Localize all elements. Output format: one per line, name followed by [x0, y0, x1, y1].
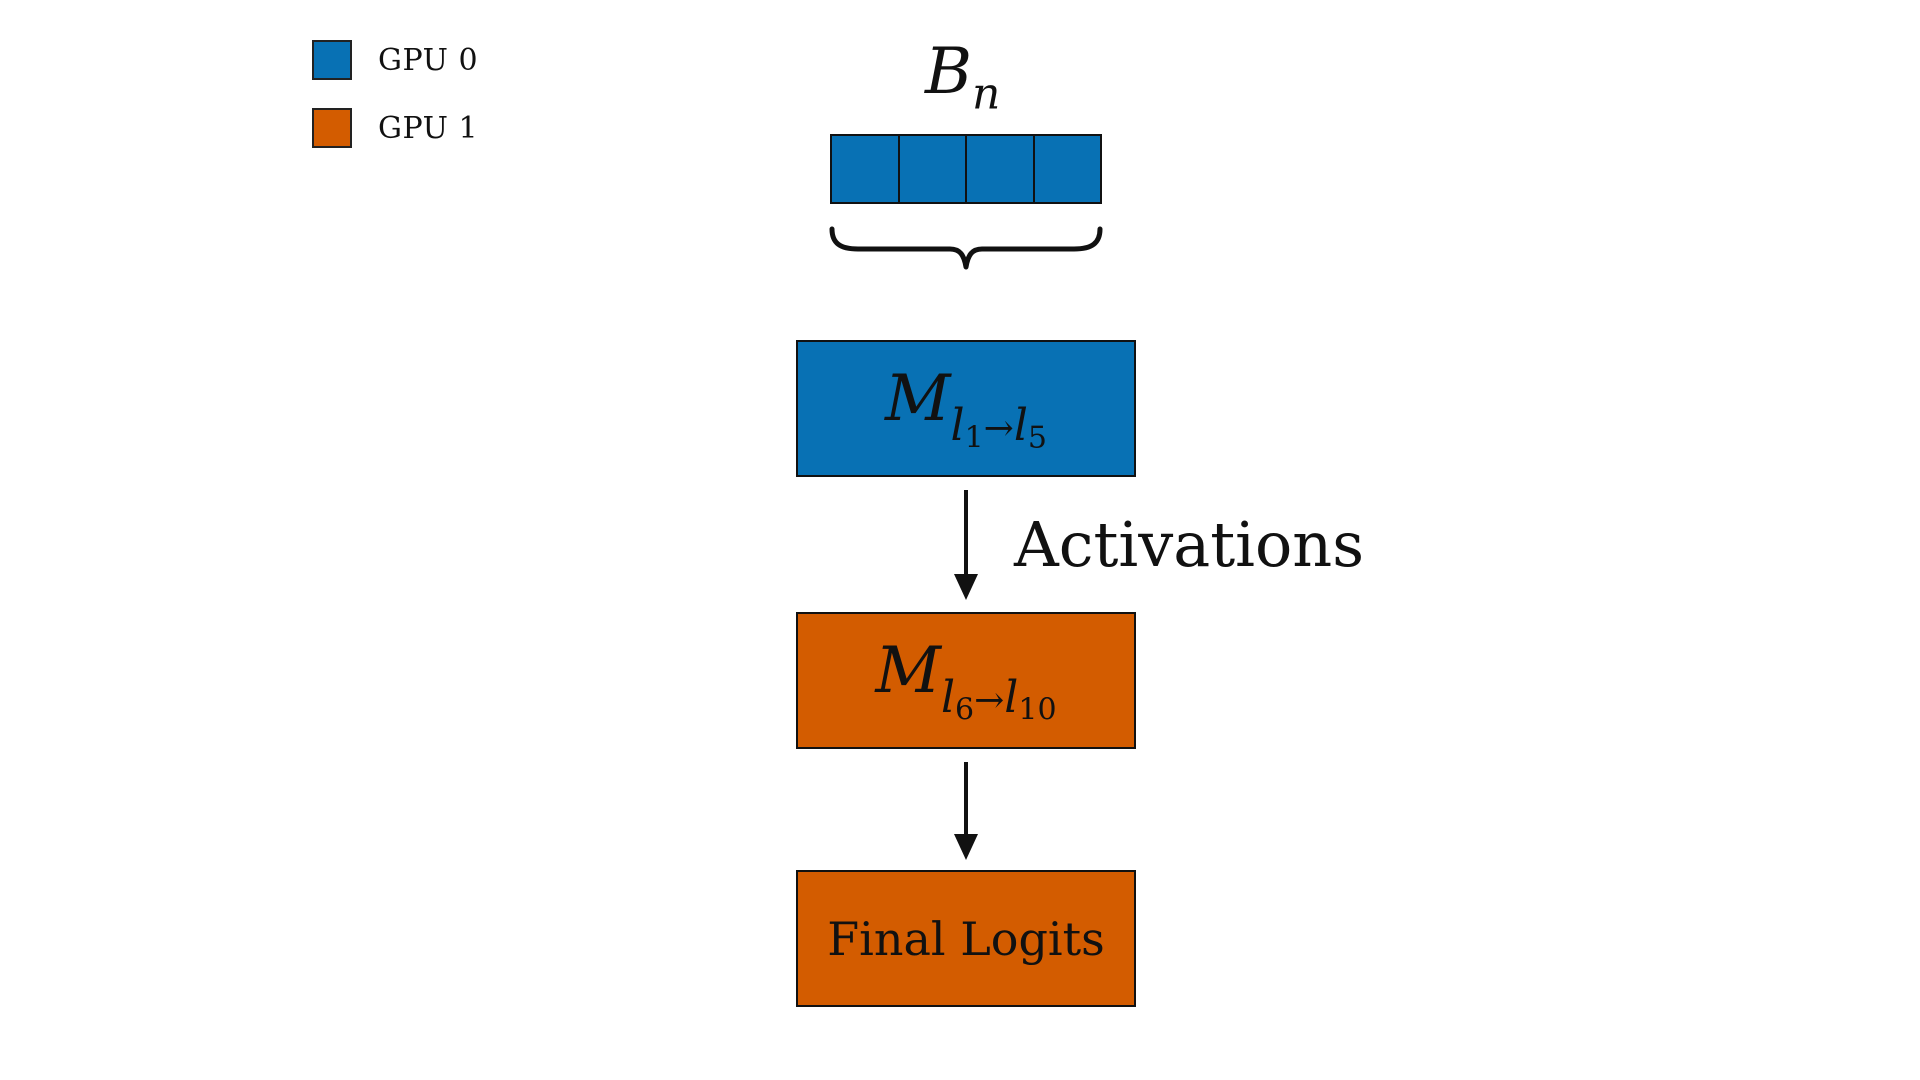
batch-title: Bn	[925, 35, 1000, 119]
block2-symbol: M	[875, 633, 941, 708]
batch-cells	[830, 134, 1102, 204]
right-arrow-icon: →	[983, 407, 1014, 449]
activations-label: Activations	[1014, 508, 1365, 581]
legend-label-gpu0: GPU 0	[378, 42, 479, 78]
block2-formula: Ml6→l10	[875, 633, 1057, 728]
block1-from-layer: 1	[964, 420, 984, 456]
model-block-layers-1-5: Ml1→l5	[796, 340, 1136, 477]
legend-swatch-gpu0	[312, 40, 352, 80]
legend-label-gpu1: GPU 1	[378, 110, 479, 146]
model-block-layers-6-10: Ml6→l10	[796, 612, 1136, 749]
final-logits-block: Final Logits	[796, 870, 1136, 1007]
batch-cell	[1035, 136, 1101, 202]
block1-to-layer: 5	[1027, 420, 1048, 456]
block1-symbol: M	[884, 361, 951, 436]
batch-cell	[900, 136, 967, 202]
block1-formula: Ml1→l5	[884, 361, 1048, 456]
legend-item-gpu1: GPU 1	[312, 108, 478, 148]
batch-cell	[967, 136, 1035, 202]
batch-brace	[829, 226, 1103, 270]
legend-swatch-gpu1	[312, 108, 352, 148]
right-arrow-icon: →	[974, 679, 1005, 721]
batch-symbol: B	[925, 35, 973, 109]
final-logits-label: Final Logits	[827, 911, 1105, 966]
batch-cell	[832, 136, 900, 202]
legend-item-gpu0: GPU 0	[312, 40, 478, 80]
block2-to-layer: 10	[1018, 692, 1057, 728]
activations-arrow	[954, 490, 978, 600]
logits-arrow	[954, 762, 978, 860]
batch-subscript: n	[972, 68, 1001, 120]
block2-from-layer: 6	[955, 692, 975, 728]
